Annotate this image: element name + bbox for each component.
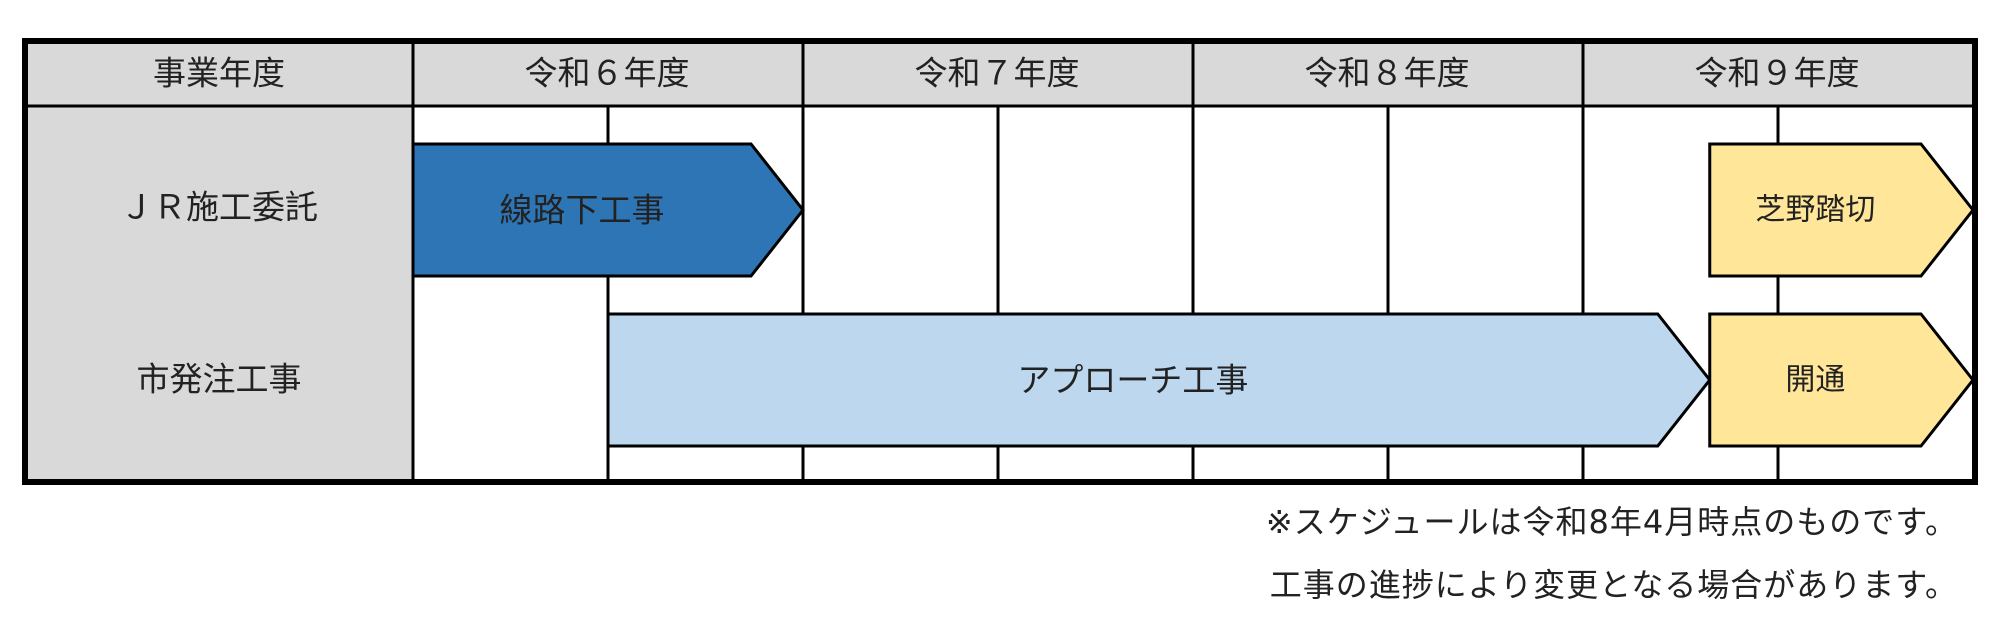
bar-opening-label: 開通 xyxy=(1785,363,1845,398)
bar-track-construction: 線路下工事 xyxy=(411,142,805,278)
bar-shibano-crossing-label: 芝野踏切 xyxy=(1755,193,1875,228)
header-year-r9: 令和９年度 xyxy=(1695,54,1860,93)
header-year-r8: 令和８年度 xyxy=(1305,54,1470,93)
header-year-r6: 令和６年度 xyxy=(525,54,690,93)
bar-track-construction-shape xyxy=(411,142,805,278)
bar-track-construction-label: 線路下工事 xyxy=(500,191,665,230)
row-label-city: 市発注工事 xyxy=(137,360,302,399)
row-label-column-background xyxy=(25,106,413,482)
header-year-r7: 令和７年度 xyxy=(915,54,1080,93)
table-outer-border xyxy=(22,38,1978,485)
header-background xyxy=(25,41,1975,106)
schedule-note-line-1: ※スケジュールは令和8年4月時点のものです。 xyxy=(1265,503,1958,541)
header-label-fiscal-year: 事業年度 xyxy=(153,54,285,93)
bar-approach-construction: アプローチ工事 xyxy=(606,312,1712,448)
bar-approach-construction-shape xyxy=(606,312,1712,448)
row-label-jr: ＪＲ施工委託 xyxy=(120,188,318,227)
bar-opening-shape xyxy=(1708,312,1975,448)
bar-shibano-crossing: 芝野踏切 xyxy=(1708,142,1975,278)
bar-approach-construction-label: アプローチ工事 xyxy=(1017,361,1248,400)
schedule-note-line-2: 工事の進捗により変更となる場合があります。 xyxy=(1269,566,1958,604)
bar-opening: 開通 xyxy=(1708,312,1975,448)
bar-shibano-crossing-shape xyxy=(1708,142,1975,278)
